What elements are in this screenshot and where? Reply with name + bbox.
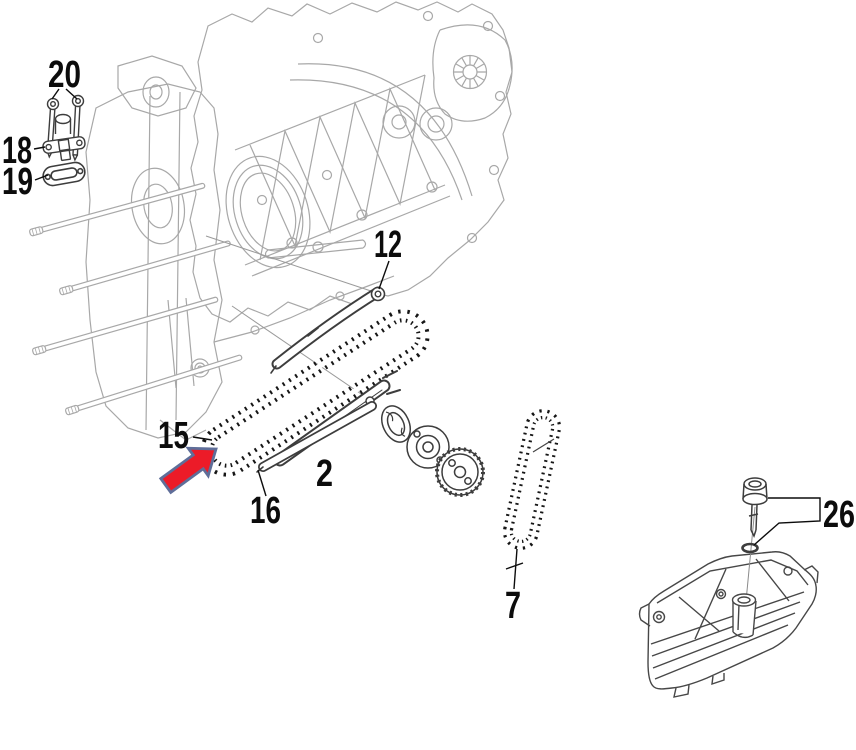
highlight-arrow-icon xyxy=(158,446,218,495)
part-label-15: 15 xyxy=(158,415,189,457)
o-ring xyxy=(741,542,759,554)
part-label-19: 19 xyxy=(2,161,33,203)
leader-lines xyxy=(33,88,821,590)
pump-sprocket xyxy=(435,447,485,497)
leader-12 xyxy=(378,260,390,290)
part-label-20: 20 xyxy=(48,54,81,96)
chain-guides xyxy=(256,286,401,473)
oil-sump xyxy=(638,506,819,698)
leader-26 xyxy=(753,497,821,546)
part-26-plug xyxy=(741,477,768,554)
part-7-oil-pump-chain xyxy=(502,409,562,550)
mounting-studs xyxy=(29,182,243,416)
part-label-2: 2 xyxy=(316,453,333,495)
part-12-chain-guide xyxy=(270,286,386,374)
leader-19 xyxy=(34,174,49,181)
part-label-26: 26 xyxy=(823,494,855,536)
part-19-gasket xyxy=(42,161,86,187)
leader-7 xyxy=(505,548,524,590)
part-18-fitting xyxy=(42,113,86,162)
leader-15 xyxy=(192,436,213,441)
part-label-12: 12 xyxy=(374,224,402,266)
pump-body xyxy=(406,425,450,469)
engine-crankcase xyxy=(29,1,513,441)
leader-18 xyxy=(33,146,46,150)
part-label-16: 16 xyxy=(250,490,281,532)
part-labels: 20 18 19 12 15 16 2 7 26 xyxy=(2,54,855,627)
part-label-7: 7 xyxy=(505,585,521,627)
part-label-18: 18 xyxy=(2,130,32,172)
pump-washer xyxy=(380,405,412,443)
leader-16 xyxy=(257,469,267,497)
leader-20 xyxy=(51,88,78,100)
oil-pump-assembly xyxy=(380,405,485,497)
